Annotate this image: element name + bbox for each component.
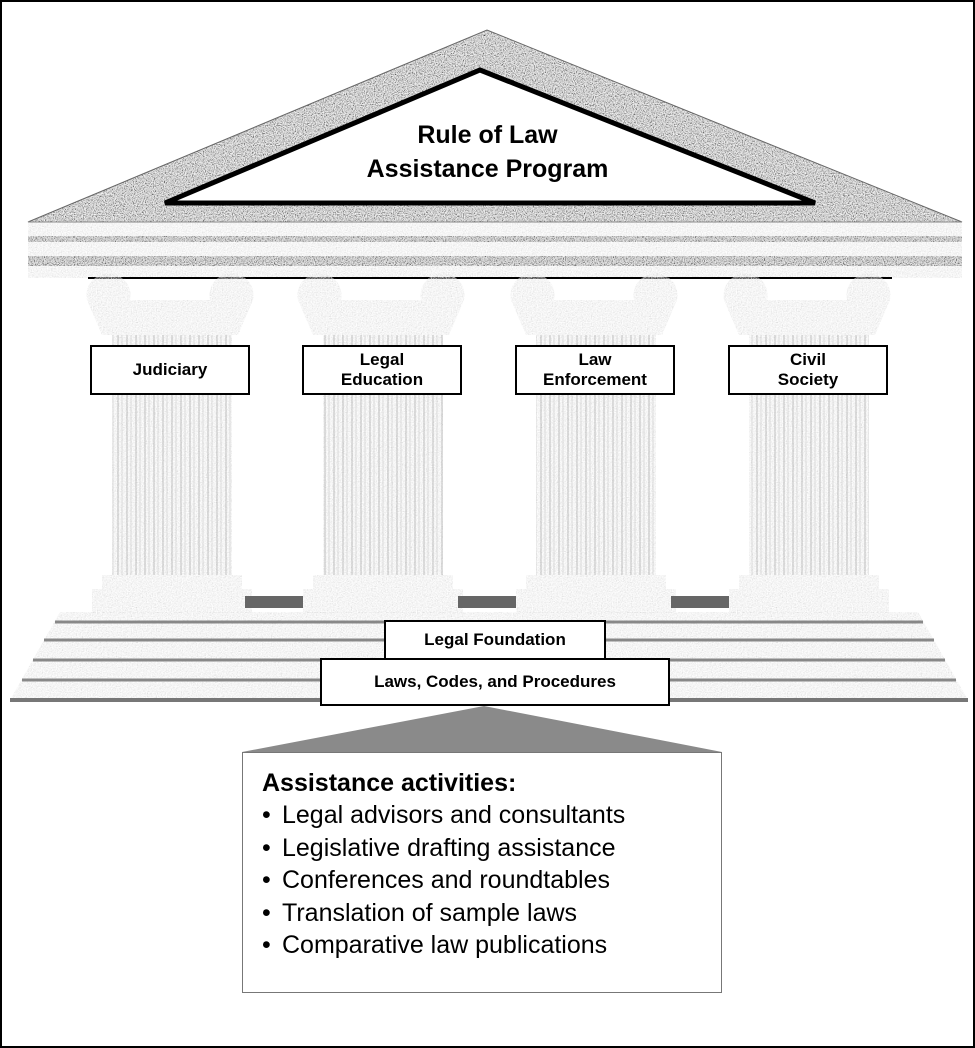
pillar-judiciary-column	[86, 273, 254, 613]
assistance-activities-box: Assistance activities: Legal advisors an…	[242, 752, 722, 993]
base-gap-slab	[671, 596, 729, 608]
activity-item: Comparative law publications	[262, 929, 721, 962]
pillar-law-enforcement-column	[510, 273, 678, 613]
callout-pointer	[242, 706, 722, 752]
pillar-label-judiciary: Judiciary	[90, 345, 250, 395]
pillar-label-civil-society: Civil Society	[728, 345, 888, 395]
base-gap-slab	[458, 596, 516, 608]
pediment	[27, 29, 963, 223]
laws-codes-procedures-box: Laws, Codes, and Procedures	[320, 658, 670, 706]
pillar-legal-education-column	[297, 273, 465, 613]
activity-item: Conferences and roundtables	[262, 864, 721, 897]
pillar-label-law-enforcement: Law Enforcement	[515, 345, 675, 395]
legal-foundation-box: Legal Foundation	[384, 620, 606, 660]
base-gap-slab	[245, 596, 303, 608]
entablature	[28, 221, 962, 279]
diagram-title: Rule of Law Assistance Program	[280, 118, 695, 186]
activity-item: Legal advisors and consultants	[262, 799, 721, 832]
pediment-inner-triangle	[164, 67, 816, 206]
activities-list: Legal advisors and consultants Legislati…	[262, 799, 721, 962]
pillar-label-legal-education: Legal Education	[302, 345, 462, 395]
activity-item: Translation of sample laws	[262, 897, 721, 930]
title-line-2: Assistance Program	[366, 155, 609, 183]
activity-item: Legislative drafting assistance	[262, 832, 721, 865]
title-line-1: Rule of Law	[417, 121, 558, 149]
activities-heading: Assistance activities:	[262, 769, 517, 797]
pillar-civil-society-column	[723, 273, 891, 613]
